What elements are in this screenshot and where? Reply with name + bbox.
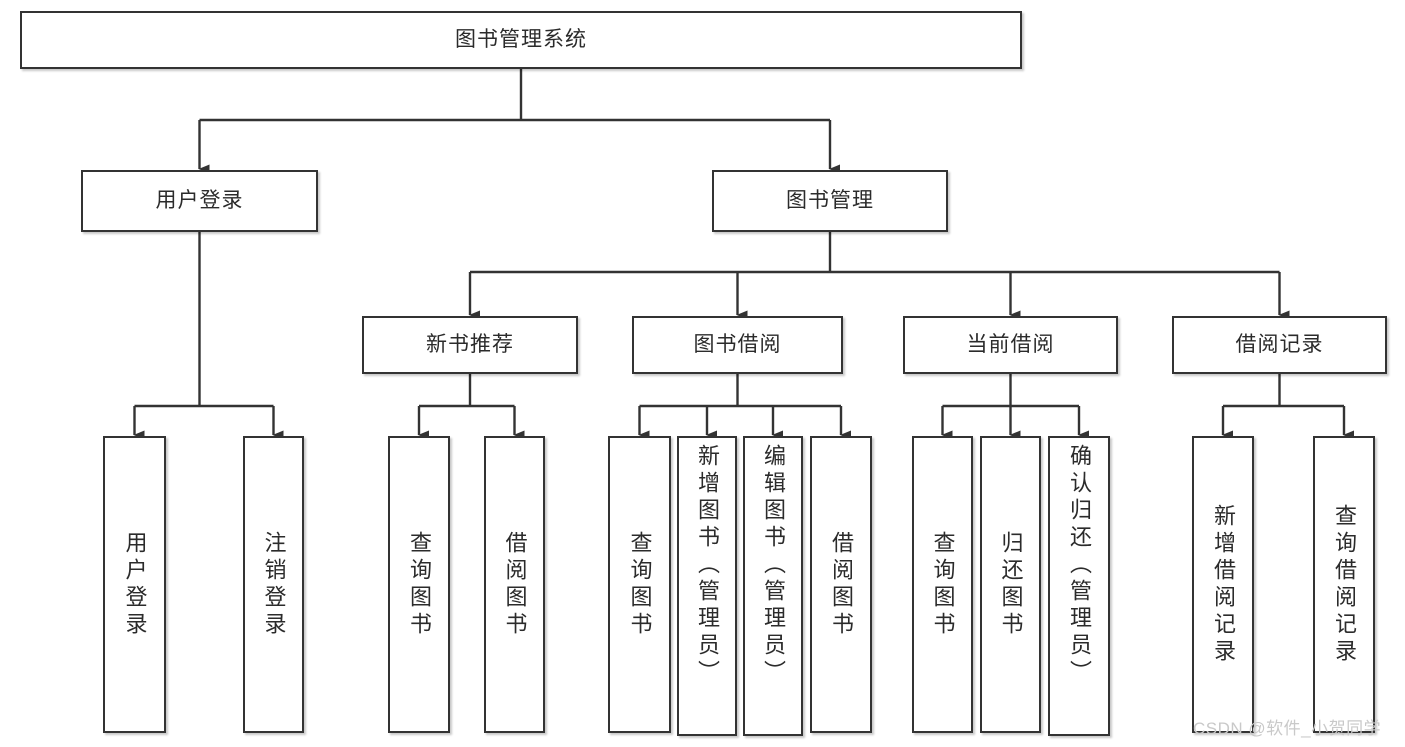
node-label: 查询图书 (930, 530, 956, 639)
node-label: 注销登录 (261, 530, 287, 639)
node-root[interactable]: 图书管理系统 (20, 11, 1022, 69)
node-label: 图书管理系统 (455, 27, 587, 51)
node-borrow-record[interactable]: 借阅记录 (1172, 316, 1387, 374)
node-leaf-query-book-rec[interactable]: 查询图书 (388, 436, 450, 733)
node-label: 归还图书 (998, 530, 1024, 639)
node-new-book-rec[interactable]: 新书推荐 (362, 316, 578, 374)
node-label: 图书借阅 (693, 332, 782, 356)
node-label: 图书管理 (786, 188, 874, 212)
node-label: 查询图书 (627, 530, 653, 639)
node-current-borrow[interactable]: 当前借阅 (903, 316, 1118, 374)
node-user-login[interactable]: 用户登录 (81, 170, 318, 232)
node-label: 新书推荐 (426, 332, 514, 356)
node-label: 借阅图书 (502, 530, 528, 639)
node-label: 借阅记录 (1235, 332, 1324, 356)
node-leaf-return-book[interactable]: 归还图书 (980, 436, 1041, 733)
node-leaf-query-book-cur[interactable]: 查询图书 (912, 436, 973, 733)
node-leaf-confirm-return[interactable]: 确认归还（管理员） (1048, 436, 1110, 736)
node-leaf-query-book-borrow[interactable]: 查询图书 (608, 436, 671, 733)
node-leaf-add-book[interactable]: 新增图书（管理员） (677, 436, 737, 736)
node-leaf-borrow-book[interactable]: 借阅图书 (810, 436, 872, 733)
node-label: 当前借阅 (966, 332, 1055, 356)
node-label: 用户登录 (122, 530, 148, 639)
node-leaf-query-record[interactable]: 查询借阅记录 (1313, 436, 1375, 733)
node-leaf-edit-book[interactable]: 编辑图书（管理员） (743, 436, 803, 736)
node-book-manage[interactable]: 图书管理 (712, 170, 948, 232)
node-leaf-add-record[interactable]: 新增借阅记录 (1192, 436, 1254, 733)
node-leaf-user-login[interactable]: 用户登录 (103, 436, 166, 733)
node-label: 借阅图书 (829, 530, 854, 639)
node-label: 新增图书（管理员） (695, 444, 720, 687)
node-label: 新增借阅记录 (1211, 503, 1236, 666)
node-book-borrow[interactable]: 图书借阅 (632, 316, 843, 374)
node-leaf-borrow-book-rec[interactable]: 借阅图书 (484, 436, 545, 733)
node-leaf-logout[interactable]: 注销登录 (243, 436, 304, 733)
node-label: 编辑图书（管理员） (761, 444, 786, 687)
node-label: 用户登录 (155, 188, 244, 212)
node-label: 查询借阅记录 (1332, 503, 1357, 666)
node-label: 查询图书 (407, 530, 432, 639)
node-label: 确认归还（管理员） (1067, 444, 1092, 687)
